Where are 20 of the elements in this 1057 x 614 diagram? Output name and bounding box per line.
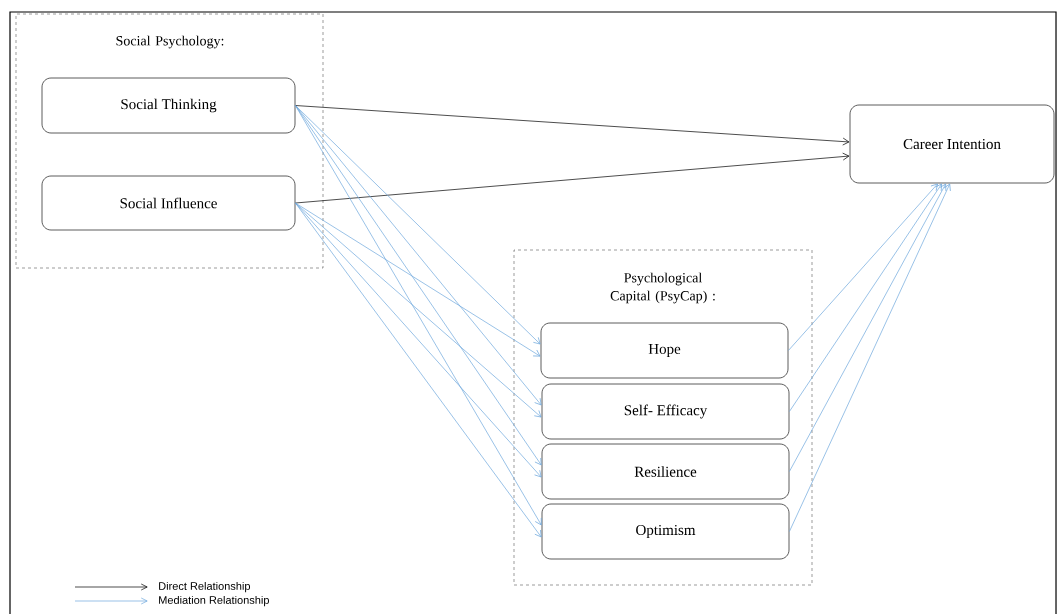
arrow — [295, 105, 542, 406]
arrow — [295, 152, 850, 204]
arrow — [295, 202, 542, 418]
arrow — [295, 202, 542, 478]
rounded-box: Career Intention — [849, 104, 1055, 184]
rounded-box: Optimism — [541, 503, 790, 560]
rounded-box: Hope — [540, 322, 789, 379]
legend-text: Direct Relationship — [159, 581, 250, 593]
rounded-box: Resilience — [541, 443, 790, 500]
arrow — [295, 202, 542, 538]
arrow — [789, 183, 942, 412]
arrow — [295, 202, 541, 357]
rounded-box: Self- Efficacy — [541, 383, 790, 440]
arrow — [789, 183, 951, 532]
rounded-box: Social Influence — [41, 175, 296, 231]
legend-text: Mediation Relationship — [159, 595, 269, 607]
arrow — [788, 183, 938, 351]
rounded-box: Social Thinking — [41, 77, 296, 134]
arrow — [789, 183, 947, 472]
arrow — [295, 105, 850, 146]
